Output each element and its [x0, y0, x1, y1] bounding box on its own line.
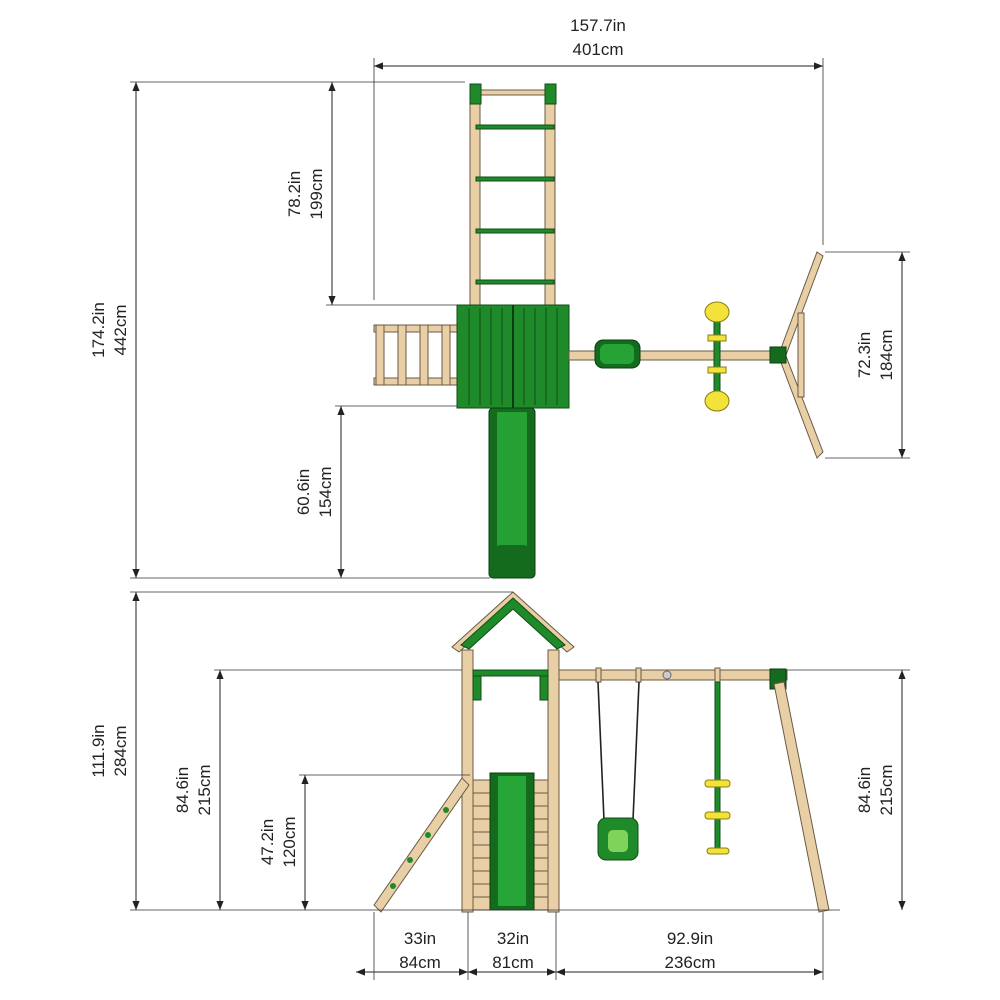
dim-total-length-cm: 442cm	[111, 304, 130, 355]
dim-climb-wall-width-cm: 84cm	[399, 953, 441, 972]
dimension-labels: 157.7in 401cm 174.2in 442cm 78.2in 199cm…	[89, 16, 896, 972]
top-roof	[456, 304, 570, 409]
side-view	[373, 591, 830, 913]
top-ladder	[469, 83, 557, 308]
dim-aframe-width-in: 72.3in	[855, 332, 874, 378]
dim-platform-height-in: 47.2in	[258, 819, 277, 865]
dim-beam-height-left-cm: 215cm	[195, 764, 214, 815]
side-climb-wall	[373, 777, 470, 913]
top-slide	[488, 407, 536, 579]
dim-aframe-width-cm: 184cm	[877, 329, 896, 380]
side-aframe-leg	[773, 681, 830, 913]
side-baby-swing	[597, 681, 640, 861]
dim-platform-height: 47.2in 120cm	[258, 816, 299, 867]
dim-ladder-length-in: 78.2in	[285, 171, 304, 217]
dim-aframe-width: 72.3in 184cm	[855, 329, 896, 380]
dim-beam-height-left: 84.6in 215cm	[173, 764, 214, 815]
top-swing-beam	[568, 301, 780, 412]
top-aframe	[769, 251, 824, 459]
dim-tower-width-cm: 81cm	[492, 953, 534, 972]
dim-total-height: 111.9in 284cm	[89, 724, 130, 777]
dim-beam-height-left-in: 84.6in	[173, 767, 192, 813]
dim-climb-wall-width: 33in 84cm	[399, 929, 441, 972]
side-swing-beam	[558, 667, 788, 690]
dim-ladder-length: 78.2in 199cm	[285, 168, 326, 219]
dimension-lines	[130, 58, 910, 980]
dim-climb-wall-width-in: 33in	[404, 929, 436, 948]
side-tower-wall	[472, 772, 549, 911]
dim-total-height-cm: 284cm	[111, 725, 130, 776]
dim-swing-beam-width-cm: 236cm	[664, 953, 715, 972]
top-view	[373, 83, 824, 579]
dim-beam-height-right-cm: 215cm	[877, 764, 896, 815]
dim-tower-width: 32in 81cm	[492, 929, 534, 972]
dim-top-width-cm: 401cm	[572, 40, 623, 59]
dim-beam-height-right-in: 84.6in	[855, 767, 874, 813]
dim-slide-length: 60.6in 154cm	[294, 466, 335, 517]
dim-slide-length-in: 60.6in	[294, 469, 313, 515]
dim-platform-height-cm: 120cm	[280, 816, 299, 867]
side-roof	[451, 591, 575, 653]
dim-swing-beam-width-in: 92.9in	[667, 929, 713, 948]
dim-slide-length-cm: 154cm	[316, 466, 335, 517]
dim-total-length-in: 174.2in	[89, 302, 108, 358]
dim-total-length: 174.2in 442cm	[89, 302, 130, 358]
dim-total-height-in: 111.9in	[89, 724, 108, 777]
dim-beam-height-right: 84.6in 215cm	[855, 764, 896, 815]
tower-post-right	[547, 649, 560, 913]
dim-top-width-in: 157.7in	[570, 16, 626, 35]
top-climb-ladder	[373, 324, 460, 386]
dim-ladder-length-cm: 199cm	[307, 168, 326, 219]
dim-swing-beam-width: 92.9in 236cm	[664, 929, 715, 972]
dim-tower-width-in: 32in	[497, 929, 529, 948]
side-glider	[704, 681, 731, 855]
dim-top-width: 157.7in 401cm	[570, 16, 626, 59]
